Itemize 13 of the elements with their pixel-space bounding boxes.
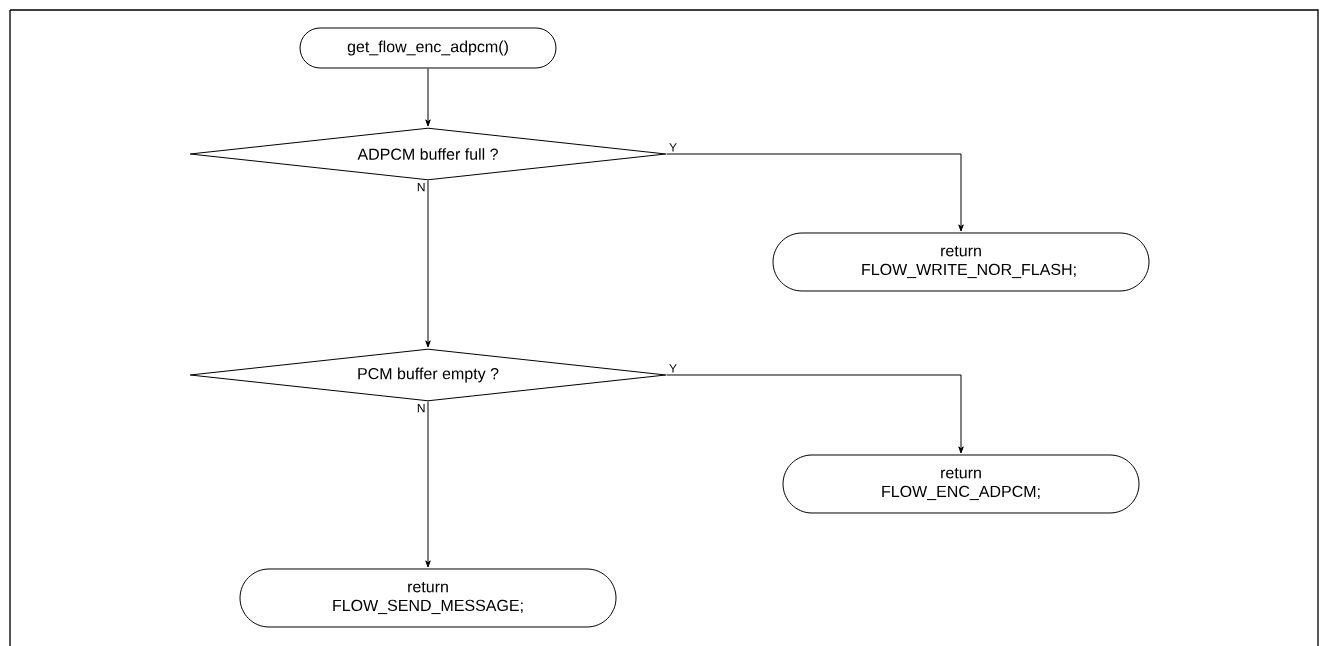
terminal-box: get_flow_enc_adpcm() [299, 27, 557, 69]
edge-label: Y [669, 143, 677, 152]
arrow [666, 153, 964, 232]
arrow [425, 180, 431, 348]
terminal-box: return FLOW_ENC_ADPCM; [782, 454, 1140, 514]
edge-label: Y [669, 364, 677, 373]
edge-label: N [417, 404, 425, 413]
terminal-box: return FLOW_SEND_MESSAGE; [239, 568, 617, 628]
arrow [425, 68, 431, 127]
edge-label: N [417, 183, 425, 192]
arrow [425, 401, 431, 568]
arrow [666, 374, 964, 454]
terminal-box: return FLOW_WRITE_NOR_FLASH; [772, 232, 1150, 292]
